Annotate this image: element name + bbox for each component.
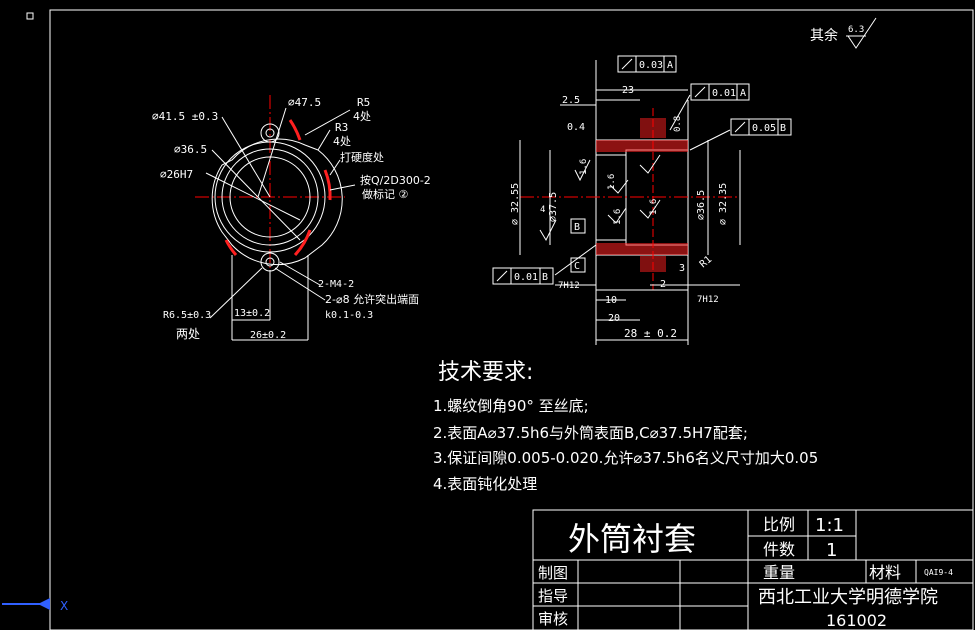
marking-note: 按Q/2D300-2 [360,173,431,187]
dim-r5: R5 [357,96,370,109]
two-places-note: 两处 [176,327,200,341]
roughness-1-6-c: 1.6 [613,209,623,225]
technical-requirements: 技术要求: 1.螺纹倒角90° 至丝底; 2.表面A⌀37.5h6与外筒表面B,… [433,360,818,493]
ucs-axis-icon: X [2,598,68,613]
tech-item-1: 1.螺纹倒角90° 至丝底; [433,397,589,415]
pin-note-2: k0.1-0.3 [325,310,373,321]
roughness-0-8: 0.8 [673,116,683,132]
svg-text:其余: 其余 [810,27,838,44]
dim-d415: ⌀41.5 ±0.3 [152,110,218,123]
runout-frame-2: 0.01 A [690,83,750,101]
dim-d26h7: ⌀26H7 [160,168,193,181]
svg-text:B: B [574,222,580,233]
dim-28: 28 ± 0.2 [624,327,677,340]
roughness-1-6-b: 1.6 [607,174,617,190]
svg-text:X: X [60,599,68,613]
tech-item-3: 3.保证间隙0.005-0.020.允许⌀37.5h6名义尺寸加大0.05 [433,449,818,467]
dim-26: 26±0.2 [250,330,286,341]
dim-0-4: 0.4 [567,122,585,133]
scale-label: 比例 [763,515,795,534]
tech-item-4: 4.表面钝化处理 [433,475,537,493]
drawing-number: QAI9-4 [924,568,953,577]
dim-d365: ⌀36.5 [696,190,707,220]
material-label: 材料 [869,563,901,582]
dim-d365: ⌀36.5 [174,143,207,156]
student-number: 161002 [826,611,887,630]
front-view: ⌀41.5 ±0.3 ⌀47.5 ⌀36.5 ⌀26H7 R5 4处 R3 4处… [152,95,431,341]
review-label: 审核 [538,610,568,628]
section-view: B C 0.03 A 0.01 A 0.05 B [492,55,792,345]
runout-frame-1: 0.03 A [617,55,677,73]
pin-note: 2-⌀8 允许突出端面 [325,292,419,306]
dim-r5-count: 4处 [353,110,371,123]
runout-frame-3: 0.05 B [730,118,792,136]
drawing-border [49,9,974,630]
tech-item-2: 2.表面A⌀37.5h6与外筒表面B,C⌀37.5H7配套; [433,424,748,442]
dim-d3255: ⌀ 32.55 [510,183,521,225]
runout-frame-4: 0.01 B [492,267,554,285]
svg-text:A: A [667,60,673,71]
roughness-1-6-d: 1.6 [649,199,659,215]
svg-text:0.05: 0.05 [752,123,776,134]
dim-d3235: ⌀ 32.35 [718,183,729,225]
hardness-note: 打硬度处 [340,150,384,164]
svg-text:0.01: 0.01 [712,88,736,99]
general-roughness-symbol: 其余 6.3 [810,17,877,49]
dim-23: 23 [622,85,634,96]
svg-text:A: A [740,88,746,99]
dim-10: 10 [605,295,617,306]
svg-text:B: B [542,272,548,283]
dim-13: 13±0.2 [234,308,270,319]
marking-note-2: 做标记 ② [362,187,408,201]
dim-20: 20 [608,313,620,324]
dim-r1: R1 [698,254,714,270]
scale-value: 1:1 [815,515,844,536]
qty-value: 1 [826,540,837,561]
svg-text:6.3: 6.3 [848,25,864,35]
dim-2: 2 [660,279,666,290]
svg-text:B: B [780,123,786,134]
app-toolbar-strip [0,0,975,6]
drawn-label: 制图 [538,564,568,582]
dim-r65: R6.5±0.3 [163,310,211,321]
title-block: 外筒衬套 比例 1:1 件数 1 重量 材料 QAI9-4 制图 指导 审核 西… [532,509,974,630]
svg-text:0.01: 0.01 [514,272,538,283]
weight-label: 重量 [763,563,795,582]
roughness-1-6-a: 1.6 [579,159,589,175]
guide-label: 指导 [538,587,568,605]
roughness-4: 4 [540,205,545,215]
viewport-marker-icon [26,12,34,20]
qty-label: 件数 [763,540,795,559]
svg-text:0.03: 0.03 [639,60,663,71]
dim-r3: R3 [335,121,348,134]
thread-note: 2-M4-2 [318,279,354,290]
dim-3: 3 [679,263,685,274]
dim-d475: ⌀47.5 [288,96,321,109]
dim-d375: ⌀37.5 [548,192,559,222]
dim-7h12-left: 7H12 [558,281,580,291]
dim-r3-count: 4处 [333,135,351,148]
dim-2-5: 2.5 [562,95,580,106]
svg-text:C: C [574,261,580,272]
tech-heading: 技术要求: [438,360,533,385]
part-name: 外筒衬套 [568,520,696,558]
dim-7h12-right: 7H12 [697,295,719,305]
school-name: 西北工业大学明德学院 [758,587,938,608]
